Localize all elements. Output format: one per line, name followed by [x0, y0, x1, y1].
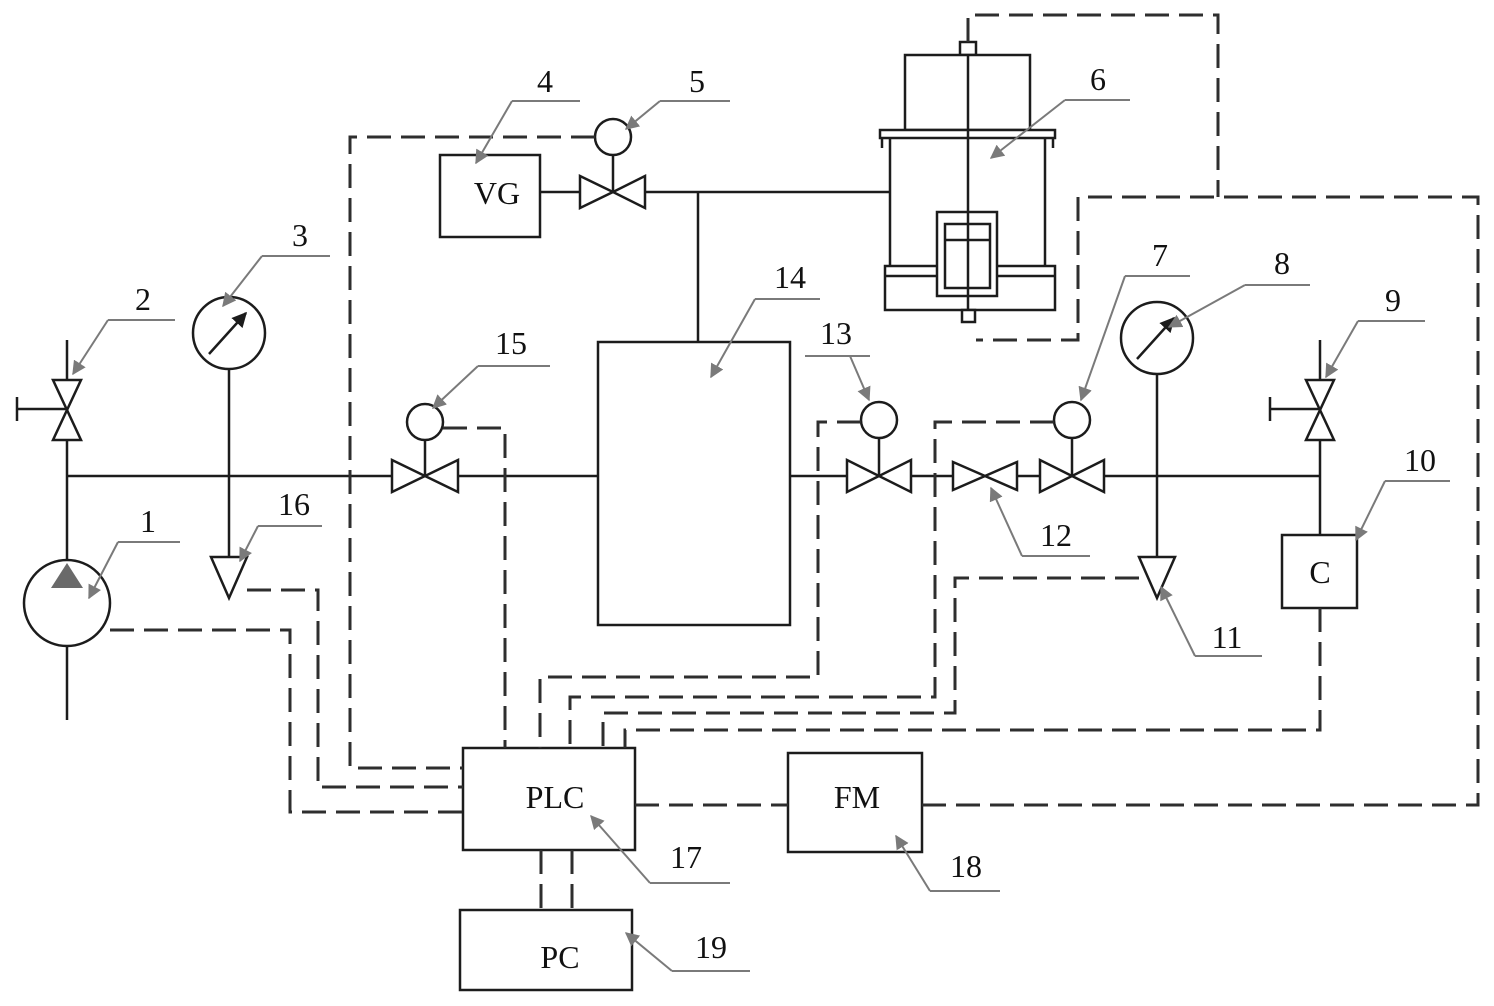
plc-17: PLC — [463, 748, 635, 850]
callout-number: 11 — [1212, 619, 1243, 655]
c-label: C — [1309, 554, 1330, 590]
pc-19: PC — [460, 910, 632, 990]
valve-15-actuator — [407, 404, 443, 440]
callout-leader — [850, 356, 869, 400]
callout-number: 10 — [1404, 442, 1436, 478]
callout-number: 1 — [140, 503, 156, 539]
manual-valve-12 — [953, 462, 1017, 490]
callout-16: 16 — [240, 486, 322, 561]
callout-number: 16 — [278, 486, 310, 522]
callout-number: 9 — [1385, 282, 1401, 318]
callout-leader — [476, 101, 512, 163]
callout-number: 5 — [689, 63, 705, 99]
valve-13-left-triangle — [847, 460, 879, 492]
callout-leader — [991, 488, 1022, 556]
callout-number: 7 — [1152, 237, 1168, 273]
valve-5-actuator — [595, 119, 631, 155]
fm-label: FM — [834, 779, 880, 815]
valve-7-left-triangle — [1040, 460, 1072, 492]
callout-number: 15 — [495, 325, 527, 361]
callout-2: 2 — [73, 281, 175, 374]
callout-leader — [240, 526, 258, 561]
vg-label: VG — [474, 175, 520, 211]
pump-1 — [24, 440, 110, 720]
callout-number: 12 — [1040, 517, 1072, 553]
manual-valve-2 — [17, 340, 81, 440]
fm-18: FM — [788, 753, 922, 852]
callout-number: 4 — [537, 63, 553, 99]
valve-7-right-triangle — [1072, 460, 1104, 492]
callout-8: 8 — [1169, 245, 1310, 327]
actuated-valve-7 — [1040, 402, 1104, 492]
component-c-10: C — [1282, 535, 1357, 608]
callout-leader — [433, 366, 478, 408]
valve-13-actuator — [861, 402, 897, 438]
chamber-bottom-cap — [962, 310, 975, 322]
callout-leader — [1161, 587, 1195, 656]
callout-leader — [1081, 276, 1125, 400]
valve-2-lower-triangle — [53, 410, 81, 440]
valve-2-upper-triangle — [53, 380, 81, 410]
tank-14 — [598, 342, 790, 625]
callout-5: 5 — [626, 63, 730, 129]
valve-9-upper-triangle — [1306, 380, 1334, 410]
callout-number: 6 — [1090, 61, 1106, 97]
callout-11: 11 — [1161, 587, 1262, 656]
signal-sensor-16 — [247, 590, 463, 787]
valve-12-left-triangle — [953, 462, 985, 490]
callout-leader — [1356, 481, 1385, 540]
callout-number: 18 — [950, 848, 982, 884]
callout-number: 17 — [670, 839, 702, 875]
actuated-valve-15 — [392, 404, 458, 492]
callout-10: 10 — [1356, 442, 1450, 540]
actuated-valve-5 — [580, 119, 645, 208]
callout-13: 13 — [805, 315, 870, 400]
chamber-top-cap — [960, 42, 976, 55]
pressure-gauge-8 — [1121, 302, 1193, 557]
valve-5-left-triangle — [580, 176, 613, 208]
pressure-gauge-3 — [193, 297, 265, 557]
plc-label: PLC — [526, 779, 585, 815]
callout-leader — [626, 101, 660, 129]
callout-leader — [73, 320, 108, 374]
callout-number: 8 — [1274, 245, 1290, 281]
sensor-11 — [1139, 557, 1175, 598]
callout-number: 13 — [820, 315, 852, 351]
callout-leader — [1169, 285, 1245, 327]
manual-valve-9 — [1270, 340, 1334, 535]
valve-15-left-triangle — [392, 460, 425, 492]
callout-number: 3 — [292, 217, 308, 253]
callout-number: 2 — [135, 281, 151, 317]
callout-leader — [1326, 321, 1358, 377]
callout-15: 15 — [433, 325, 550, 408]
vacuum-gauge-4: VG — [440, 155, 540, 237]
callout-3: 3 — [223, 217, 330, 306]
callout-number: 14 — [774, 259, 806, 295]
callout-4: 4 — [476, 63, 580, 163]
valve-12-right-triangle — [985, 462, 1017, 490]
signal-pump-1 — [110, 630, 463, 812]
chamber-6 — [880, 42, 1055, 322]
valve-7-actuator — [1054, 402, 1090, 438]
actuated-valve-13 — [847, 402, 911, 492]
callout-number: 19 — [695, 929, 727, 965]
pc-label: PC — [540, 939, 579, 975]
sensor-16 — [211, 557, 247, 598]
valve-9-lower-triangle — [1306, 410, 1334, 440]
valve-5-right-triangle — [613, 176, 645, 208]
callout-9: 9 — [1326, 282, 1425, 377]
valve-15-right-triangle — [425, 460, 458, 492]
callout-12: 12 — [991, 488, 1090, 556]
callout-19: 19 — [626, 929, 750, 971]
valve-13-right-triangle — [879, 460, 911, 492]
